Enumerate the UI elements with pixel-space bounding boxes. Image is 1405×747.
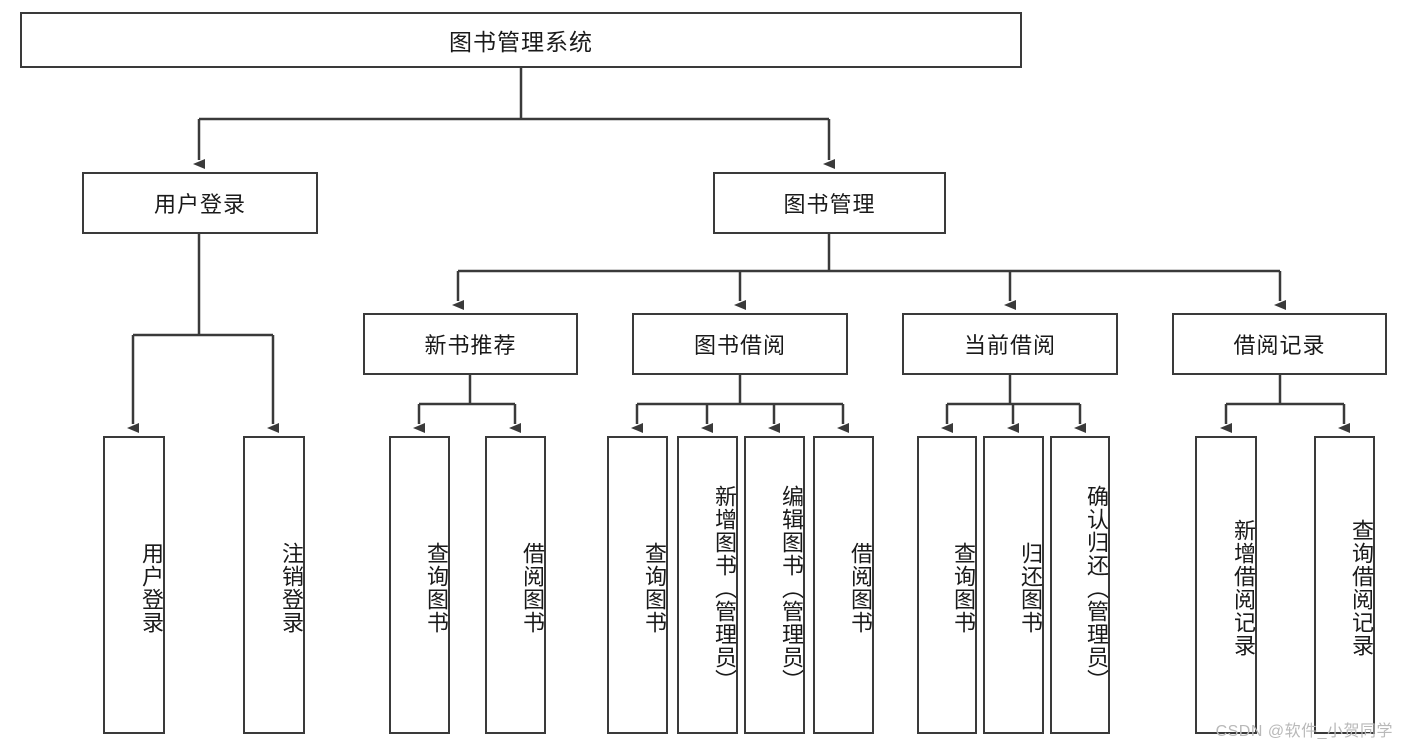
leaf-return-book[interactable]: 归还图书	[983, 436, 1044, 734]
leaf-add-record[interactable]: 新增借阅记录	[1195, 436, 1257, 734]
node-label: 新增图书（管理员）	[712, 484, 737, 692]
node-label: 查询图书	[424, 542, 449, 634]
node-label: 注销登录	[279, 542, 304, 634]
node-label: 图书管理系统	[449, 29, 593, 55]
node-current-borrow[interactable]: 当前借阅	[902, 313, 1118, 375]
leaf-query-book-2[interactable]: 查询图书	[607, 436, 668, 734]
node-label: 借阅图书	[520, 542, 545, 634]
node-label: 用户登录	[153, 192, 246, 217]
node-label: 用户登录	[139, 542, 164, 634]
leaf-query-book-1[interactable]: 查询图书	[389, 436, 450, 734]
leaf-borrow-book-1[interactable]: 借阅图书	[485, 436, 546, 734]
node-label: 借阅图书	[848, 542, 873, 634]
leaf-add-book[interactable]: 新增图书（管理员）	[677, 436, 738, 734]
node-user-login[interactable]: 用户登录	[82, 172, 318, 234]
node-label: 图书管理	[783, 192, 876, 217]
leaf-logout-login[interactable]: 注销登录	[243, 436, 305, 734]
leaf-borrow-book-2[interactable]: 借阅图书	[813, 436, 874, 734]
node-label: 当前借阅	[963, 333, 1056, 358]
leaf-confirm-return[interactable]: 确认归还（管理员）	[1050, 436, 1110, 734]
node-new-book-recommend[interactable]: 新书推荐	[363, 313, 578, 375]
csdn-watermark: CSDN @软件_小贺同学	[1215, 723, 1393, 740]
leaf-query-record[interactable]: 查询借阅记录	[1314, 436, 1375, 734]
node-label: 归还图书	[1018, 542, 1043, 634]
node-label: 借阅记录	[1233, 333, 1326, 358]
node-label: 查询图书	[951, 542, 976, 634]
node-borrow-record[interactable]: 借阅记录	[1172, 313, 1387, 375]
node-book-management-system[interactable]: 图书管理系统	[20, 12, 1022, 68]
leaf-query-book-3[interactable]: 查询图书	[917, 436, 977, 734]
node-label: 新书推荐	[424, 333, 517, 358]
node-label: 编辑图书（管理员）	[779, 484, 804, 692]
node-label: 确认归还（管理员）	[1084, 484, 1109, 692]
leaf-edit-book[interactable]: 编辑图书（管理员）	[744, 436, 805, 734]
node-label: 查询图书	[642, 542, 667, 634]
node-book-management[interactable]: 图书管理	[713, 172, 946, 234]
node-label: 查询借阅记录	[1349, 519, 1374, 657]
node-label: 新增借阅记录	[1231, 519, 1256, 657]
node-label: 图书借阅	[693, 333, 786, 358]
leaf-user-login[interactable]: 用户登录	[103, 436, 165, 734]
node-book-borrow[interactable]: 图书借阅	[632, 313, 848, 375]
